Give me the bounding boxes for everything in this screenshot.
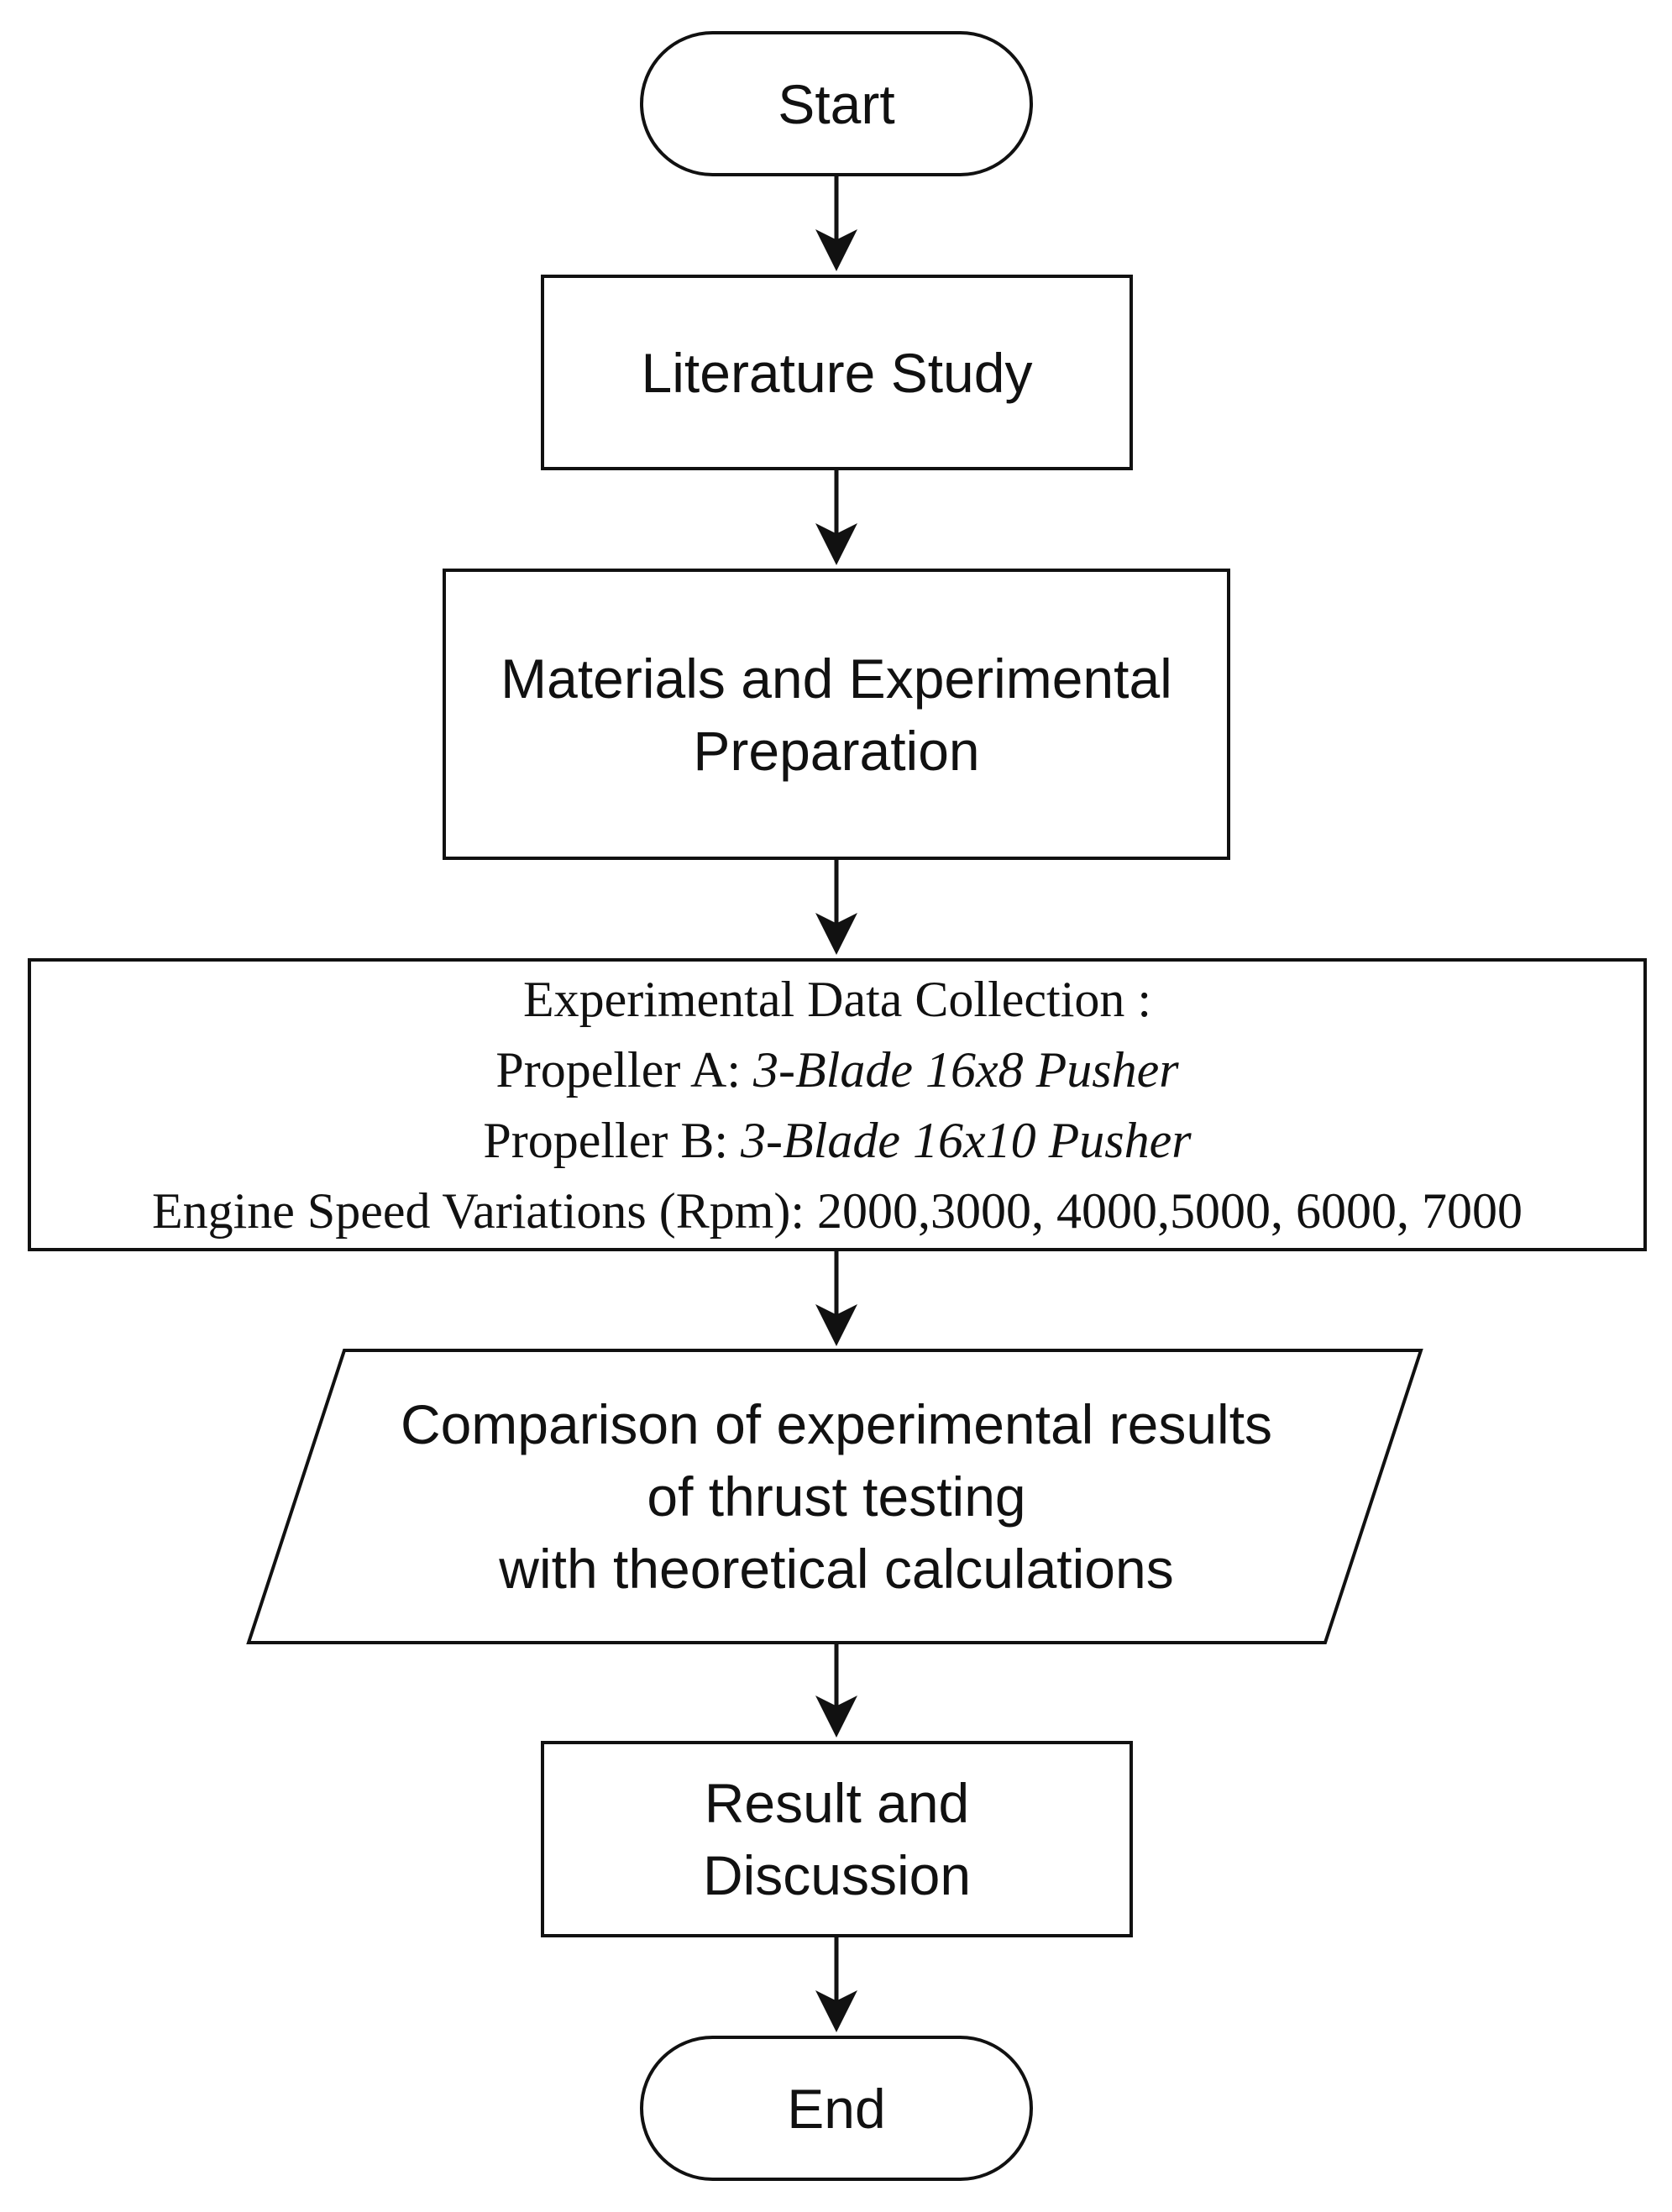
- end-terminal: End: [640, 2036, 1033, 2181]
- propeller-b-value: 3-Blade 16x10 Pusher: [741, 1112, 1192, 1168]
- result-discussion-line1: Result and: [704, 1772, 970, 1834]
- materials-preparation-box: Materials and Experimental Preparation: [443, 569, 1230, 860]
- propeller-a-value: 3-Blade 16x8 Pusher: [753, 1041, 1179, 1098]
- propeller-a-label: Propeller A:: [495, 1041, 754, 1098]
- materials-preparation-line1: Materials and Experimental: [501, 647, 1172, 710]
- start-label: Start: [778, 72, 895, 135]
- propeller-a-line: Propeller A: 3-Blade 16x8 Pusher: [495, 1035, 1178, 1105]
- start-terminal: Start: [640, 31, 1033, 176]
- comparison-line2: of thrust testing: [647, 1465, 1026, 1528]
- end-label: End: [787, 2077, 886, 2140]
- literature-study-label: Literature Study: [641, 341, 1033, 404]
- result-discussion-line2: Discussion: [702, 1844, 972, 1906]
- result-discussion-box: Result and Discussion: [541, 1741, 1133, 1937]
- engine-speed-variations: Engine Speed Variations (Rpm): 2000,3000…: [151, 1182, 1523, 1239]
- data-collection-title: Experimental Data Collection :: [522, 971, 1152, 1027]
- propeller-b-label: Propeller B:: [483, 1112, 742, 1168]
- comparison-io-node: Comparison of experimental results of th…: [336, 1350, 1337, 1643]
- data-collection-box: Experimental Data Collection : Propeller…: [28, 958, 1647, 1251]
- comparison-line1: Comparison of experimental results: [400, 1393, 1273, 1455]
- propeller-b-line: Propeller B: 3-Blade 16x10 Pusher: [483, 1105, 1191, 1176]
- literature-study-box: Literature Study: [541, 275, 1133, 470]
- comparison-parallelogram-shape: [246, 1349, 1423, 1644]
- comparison-line3: with theoretical calculations: [499, 1538, 1174, 1600]
- materials-preparation-line2: Preparation: [693, 719, 980, 782]
